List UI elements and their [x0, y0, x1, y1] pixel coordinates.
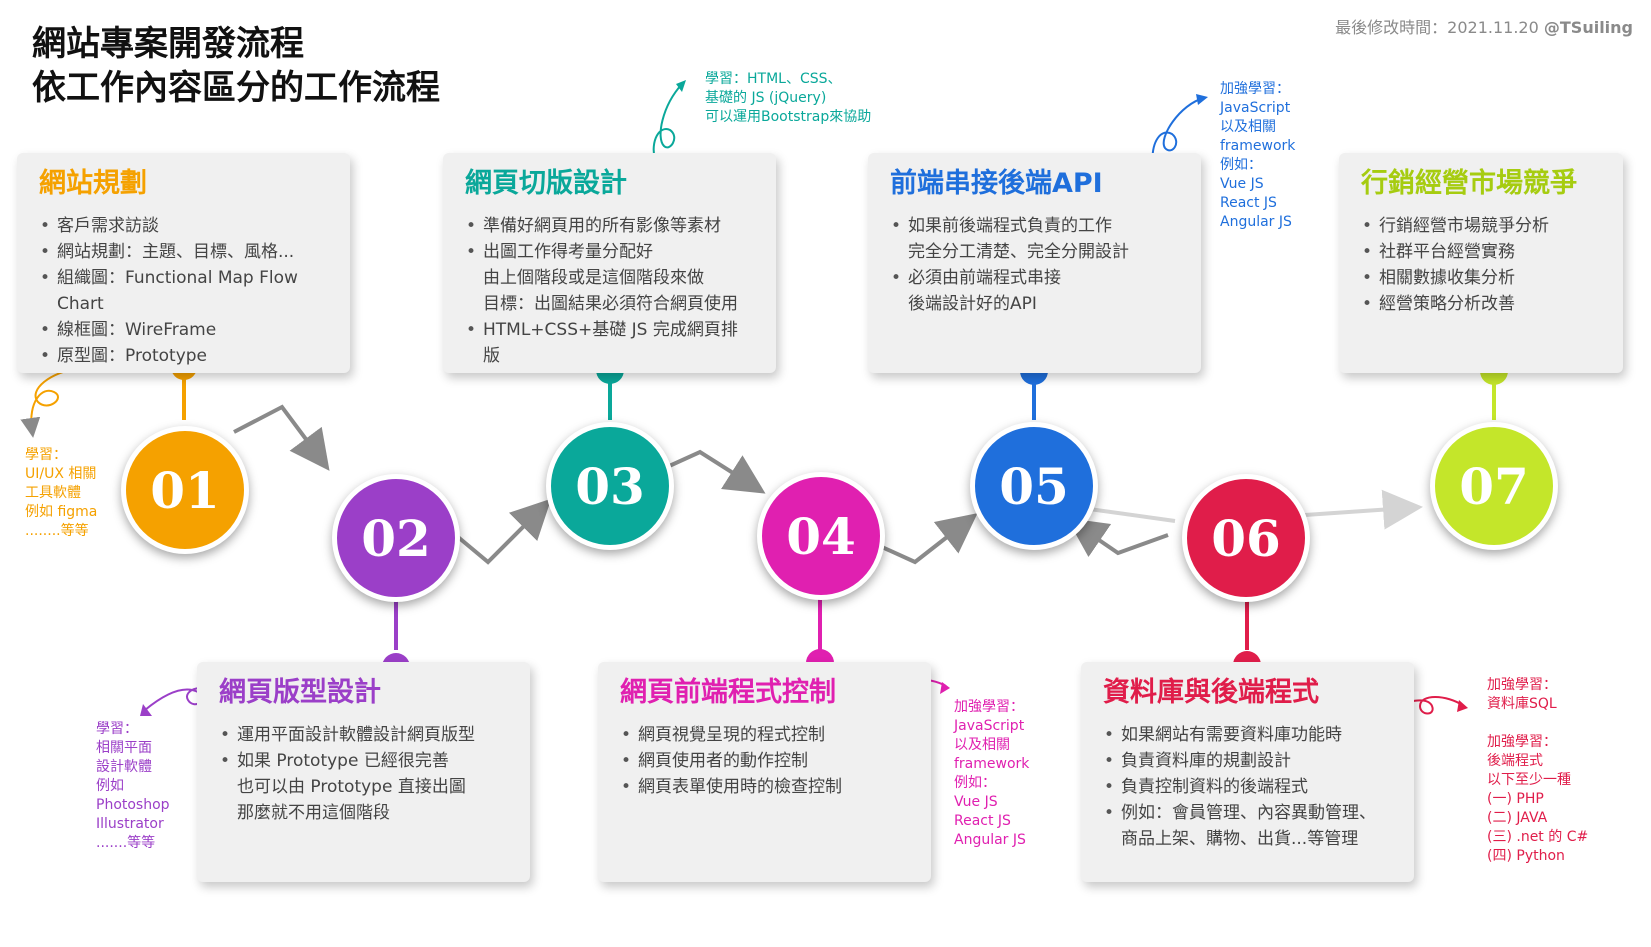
title-line-1: 網站專案開發流程	[32, 24, 304, 64]
list-item: 如果網站有需要資料庫功能時	[1104, 722, 1392, 748]
list-item: 如果前後端程式負責的工作 完全分工清楚、完全分開設計	[891, 213, 1179, 265]
step-circle-06: 06	[1182, 474, 1310, 602]
step-card-02: 網頁版型設計 運用平面設計軟體設計網頁版型 如果 Prototype 已經很完善…	[197, 662, 530, 882]
list-item: 負責資料庫的規劃設計	[1104, 748, 1392, 774]
arrow-06-05	[1066, 517, 1169, 558]
list-item: 組織圖：Functional Map Flow Chart	[40, 265, 328, 317]
note-arrow-01	[20, 367, 81, 438]
note-arrow-06	[1387, 696, 1465, 715]
step-card-03: 網頁切版設計 準備好網頁用的所有影像等素材 出圖工作得考量分配好 由上個階段或是…	[443, 153, 776, 373]
step-list-02: 運用平面設計軟體設計網頁版型 如果 Prototype 已經很完善 也可以由 P…	[219, 722, 508, 826]
list-item: 網頁使用者的動作控制	[621, 748, 909, 774]
note-06: 加強學習： 資料庫SQL 加強學習： 後端程式 以下至少一種 (一) PHP (…	[1487, 677, 1589, 864]
list-item: 相關數據收集分析	[1362, 265, 1601, 291]
arrow-01-02	[233, 404, 330, 471]
step-title-01: 網站規劃	[39, 168, 147, 199]
step-title-07: 行銷經營市場競爭	[1361, 168, 1577, 199]
list-item: 必須由前端程式串接 後端設計好的API	[891, 265, 1179, 317]
list-item: 原型圖：Prototype	[40, 343, 328, 369]
step-list-04: 網頁視覺呈現的程式控制 網頁使用者的動作控制 網頁表單使用時的檢查控制	[620, 722, 909, 800]
step-list-05: 如果前後端程式負責的工作 完全分工清楚、完全分開設計 必須由前端程式串接 後端設…	[890, 213, 1179, 317]
list-item: HTML+CSS+基礎 JS 完成網頁排版	[466, 317, 754, 369]
list-item: 社群平台經營實務	[1362, 239, 1601, 265]
step-card-06: 資料庫與後端程式 如果網站有需要資料庫功能時 負責資料庫的規劃設計 負責控制資料…	[1081, 662, 1414, 882]
step-card-04: 網頁前端程式控制 網頁視覺呈現的程式控制 網頁使用者的動作控制 網頁表單使用時的…	[598, 662, 931, 882]
step-title-04: 網頁前端程式控制	[620, 677, 836, 708]
page-title: 網站專案開發流程 依工作內容區分的工作流程	[32, 22, 440, 110]
step-circle-03: 03	[546, 422, 674, 550]
author-handle: @TSuiling	[1543, 18, 1633, 37]
arrow-06-07	[1304, 489, 1423, 530]
step-list-03: 準備好網頁用的所有影像等素材 出圖工作得考量分配好 由上個階段或是這個階段來做 …	[465, 213, 754, 369]
step-list-07: 行銷經營市場競爭分析 社群平台經營實務 相關數據收集分析 經營策略分析改善	[1361, 213, 1601, 317]
modified-date: 最後修改時間：2021.11.20	[1335, 18, 1539, 37]
step-card-05: 前端串接後端API 如果前後端程式負責的工作 完全分工清楚、完全分開設計 必須由…	[868, 153, 1201, 373]
step-card-07: 行銷經營市場競爭 行銷經營市場競爭分析 社群平台經營實務 相關數據收集分析 經營…	[1339, 153, 1623, 373]
list-item: 出圖工作得考量分配好 由上個階段或是這個階段來做 目標：出圖結果必須符合網頁使用	[466, 239, 754, 317]
step-circle-04: 04	[757, 472, 885, 600]
note-01: 學習： UI/UX 相關 工具軟體 例如 figma ........等等	[25, 447, 98, 539]
list-item: 如果 Prototype 已經很完善 也可以由 Prototype 直接出圖 那…	[220, 748, 508, 826]
list-item: 經營策略分析改善	[1362, 291, 1601, 317]
step-circle-01: 01	[121, 426, 249, 554]
step-circle-02: 02	[332, 474, 460, 602]
step-circle-05: 05	[970, 422, 1098, 550]
step-title-06: 資料庫與後端程式	[1103, 677, 1319, 708]
list-item: 行銷經營市場競爭分析	[1362, 213, 1601, 239]
step-list-01: 客戶需求訪談 網站規劃：主題、目標、風格... 組織圖：Functional M…	[39, 213, 328, 369]
modified-meta: 最後修改時間：2021.11.20 @TSuiling	[1335, 14, 1633, 38]
list-item: 準備好網頁用的所有影像等素材	[466, 213, 754, 239]
step-title-02: 網頁版型設計	[219, 677, 381, 708]
note-arrow-03	[652, 83, 683, 161]
step-list-06: 如果網站有需要資料庫功能時 負責資料庫的規劃設計 負責控制資料的後端程式 例如：…	[1103, 722, 1392, 852]
note-arrow-05	[1151, 97, 1205, 169]
note-04: 加強學習： JavaScript 以及相關 framework 例如： Vue …	[954, 699, 1030, 848]
note-03: 學習：HTML、CSS、 基礎的 JS (jQuery) 可以運用Bootstr…	[705, 71, 872, 125]
list-item: 例如：會員管理、內容異動管理、 商品上架、購物、出貨...等管理	[1104, 800, 1392, 852]
list-item: 網頁視覺呈現的程式控制	[621, 722, 909, 748]
list-item: 運用平面設計軟體設計網頁版型	[220, 722, 508, 748]
step-circle-07: 07	[1430, 422, 1558, 550]
step-title-05: 前端串接後端API	[890, 168, 1103, 199]
note-02: 學習： 相關平面 設計軟體 例如 Photoshop Illustrator .…	[96, 721, 170, 851]
title-line-2: 依工作內容區分的工作流程	[32, 68, 440, 108]
list-item: 線框圖：WireFrame	[40, 317, 328, 343]
list-item: 負責控制資料的後端程式	[1104, 774, 1392, 800]
note-05: 加強學習： JavaScript 以及相關 framework 例如： Vue …	[1220, 81, 1296, 230]
list-item: 網站規劃：主題、目標、風格...	[40, 239, 328, 265]
list-item: 網頁表單使用時的檢查控制	[621, 774, 909, 800]
step-card-01: 網站規劃 客戶需求訪談 網站規劃：主題、目標、風格... 組織圖：Functio…	[17, 153, 350, 373]
step-title-03: 網頁切版設計	[465, 168, 627, 199]
list-item: 客戶需求訪談	[40, 213, 328, 239]
